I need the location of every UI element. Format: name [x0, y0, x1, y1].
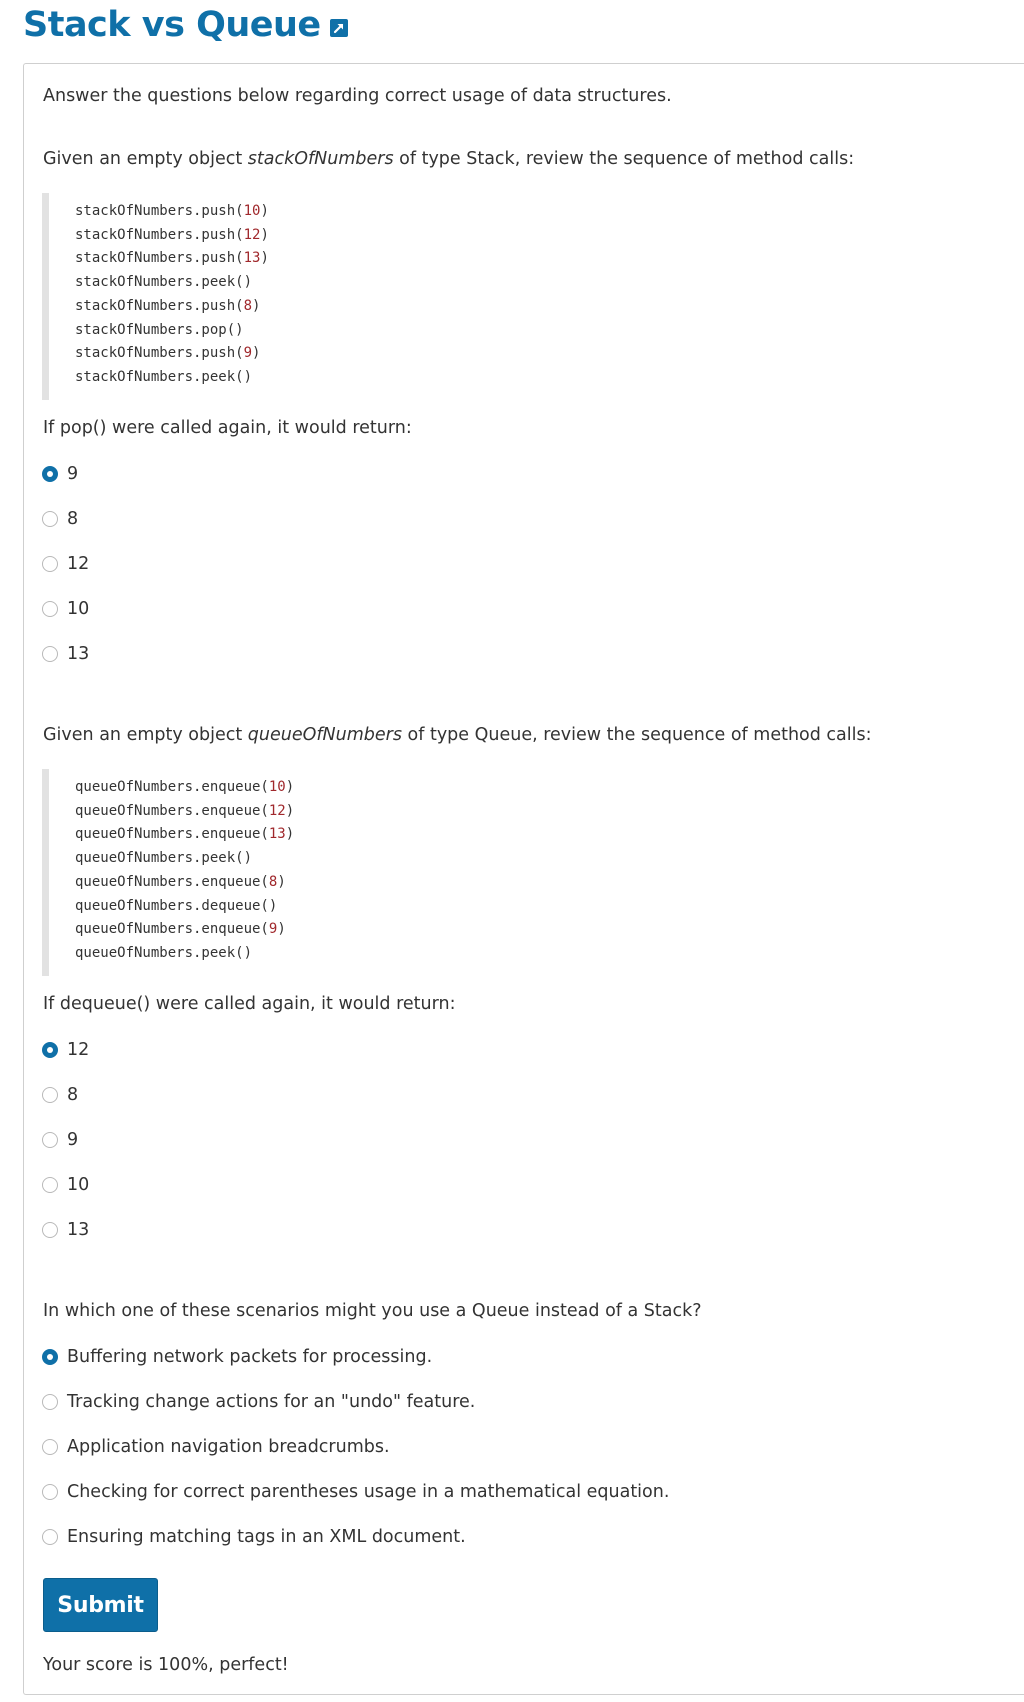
radio-unchecked-icon[interactable] [42, 1529, 58, 1545]
option-label: 10 [67, 599, 90, 619]
page-header: Stack vs Queue [23, 0, 348, 50]
code-line: stackOfNumbers.push(9) [75, 345, 261, 362]
question-3-option[interactable]: Checking for correct parentheses usage i… [42, 1479, 669, 1505]
option-label: Application navigation breadcrumbs. [67, 1437, 390, 1457]
radio-unchecked-icon[interactable] [42, 1132, 58, 1148]
radio-unchecked-icon[interactable] [42, 1177, 58, 1193]
question-2-code-block: queueOfNumbers.enqueue(10) queueOfNumbers… [42, 769, 442, 976]
page-title: Stack vs Queue [23, 5, 321, 45]
question-2-object-name: queueOfNumbers [247, 725, 402, 745]
question-1-text: If pop() were called again, it would ret… [43, 418, 412, 438]
question-1-object-name: stackOfNumbers [247, 149, 394, 169]
question-2-option[interactable]: 10 [42, 1172, 89, 1198]
question-1-option[interactable]: 13 [42, 641, 89, 667]
question-2-option[interactable]: 9 [42, 1127, 78, 1153]
radio-unchecked-icon[interactable] [42, 1484, 58, 1500]
code-line: queueOfNumbers.enqueue(12) [75, 802, 295, 819]
code-line: queueOfNumbers.enqueue(10) [75, 779, 295, 795]
question-2-option[interactable]: 8 [42, 1082, 78, 1108]
code-line: queueOfNumbers.dequeue() [75, 897, 278, 914]
option-label: 8 [67, 1085, 79, 1105]
radio-checked-icon[interactable] [42, 466, 58, 482]
option-label: 9 [67, 464, 79, 484]
code-line: queueOfNumbers.peek() [75, 944, 253, 961]
option-label: Tracking change actions for an "undo" fe… [67, 1392, 476, 1412]
radio-unchecked-icon[interactable] [42, 646, 58, 662]
option-label: Buffering network packets for processing… [67, 1347, 433, 1367]
code-line: queueOfNumbers.enqueue(13) [75, 826, 295, 843]
question-3-option[interactable]: Ensuring matching tags in an XML documen… [42, 1524, 466, 1550]
radio-unchecked-icon[interactable] [42, 511, 58, 527]
code-line: queueOfNumbers.peek() [75, 850, 253, 867]
question-3-option[interactable]: Tracking change actions for an "undo" fe… [42, 1389, 475, 1415]
code-line: stackOfNumbers.push(10) [75, 203, 269, 219]
option-label: 10 [67, 1175, 90, 1195]
code-line: stackOfNumbers.pop() [75, 321, 244, 338]
quiz-intro: Answer the questions below regarding cor… [43, 86, 672, 106]
code-line: queueOfNumbers.enqueue(8) [75, 873, 286, 890]
question-2-option[interactable]: 13 [42, 1217, 89, 1243]
option-label: 9 [67, 1130, 79, 1150]
option-label: Ensuring matching tags in an XML documen… [67, 1527, 466, 1547]
option-label: 13 [67, 1220, 90, 1240]
question-1-option[interactable]: 8 [42, 506, 78, 532]
code-line: stackOfNumbers.push(13) [75, 250, 269, 267]
radio-unchecked-icon[interactable] [42, 601, 58, 617]
quiz-panel: Answer the questions below regarding cor… [23, 63, 1024, 1695]
code-line: stackOfNumbers.peek() [75, 368, 253, 385]
radio-unchecked-icon[interactable] [42, 1087, 58, 1103]
code-line: stackOfNumbers.push(8) [75, 297, 261, 314]
question-3-text: In which one of these scenarios might yo… [43, 1301, 702, 1321]
radio-unchecked-icon[interactable] [42, 1439, 58, 1455]
question-2-text: If dequeue() were called again, it would… [43, 994, 456, 1014]
code-line: stackOfNumbers.push(12) [75, 226, 269, 243]
option-label: 8 [67, 509, 79, 529]
question-1-code-block: stackOfNumbers.push(10) stackOfNumbers.pu… [42, 193, 442, 400]
submit-button[interactable]: Submit [43, 1578, 158, 1632]
radio-unchecked-icon[interactable] [42, 1394, 58, 1410]
radio-unchecked-icon[interactable] [42, 1222, 58, 1238]
question-2-prompt: Given an empty object queueOfNumbers of … [43, 725, 872, 745]
score-text: Your score is 100%, perfect! [43, 1655, 289, 1675]
option-label: Checking for correct parentheses usage i… [67, 1482, 670, 1502]
radio-checked-icon[interactable] [42, 1042, 58, 1058]
question-1-option[interactable]: 9 [42, 461, 78, 487]
code-line: stackOfNumbers.peek() [75, 274, 253, 291]
option-label: 12 [67, 554, 90, 574]
question-1-prompt: Given an empty object stackOfNumbers of … [43, 149, 855, 169]
question-3-option[interactable]: Buffering network packets for processing… [42, 1344, 432, 1370]
question-3-option[interactable]: Application navigation breadcrumbs. [42, 1434, 390, 1460]
radio-checked-icon[interactable] [42, 1349, 58, 1365]
radio-unchecked-icon[interactable] [42, 556, 58, 572]
option-label: 13 [67, 644, 90, 664]
option-label: 12 [67, 1040, 90, 1060]
question-2-option[interactable]: 12 [42, 1037, 89, 1063]
question-1-option[interactable]: 12 [42, 551, 89, 577]
code-line: queueOfNumbers.enqueue(9) [75, 921, 286, 938]
question-1-option[interactable]: 10 [42, 596, 89, 622]
external-link-icon[interactable] [329, 19, 348, 37]
